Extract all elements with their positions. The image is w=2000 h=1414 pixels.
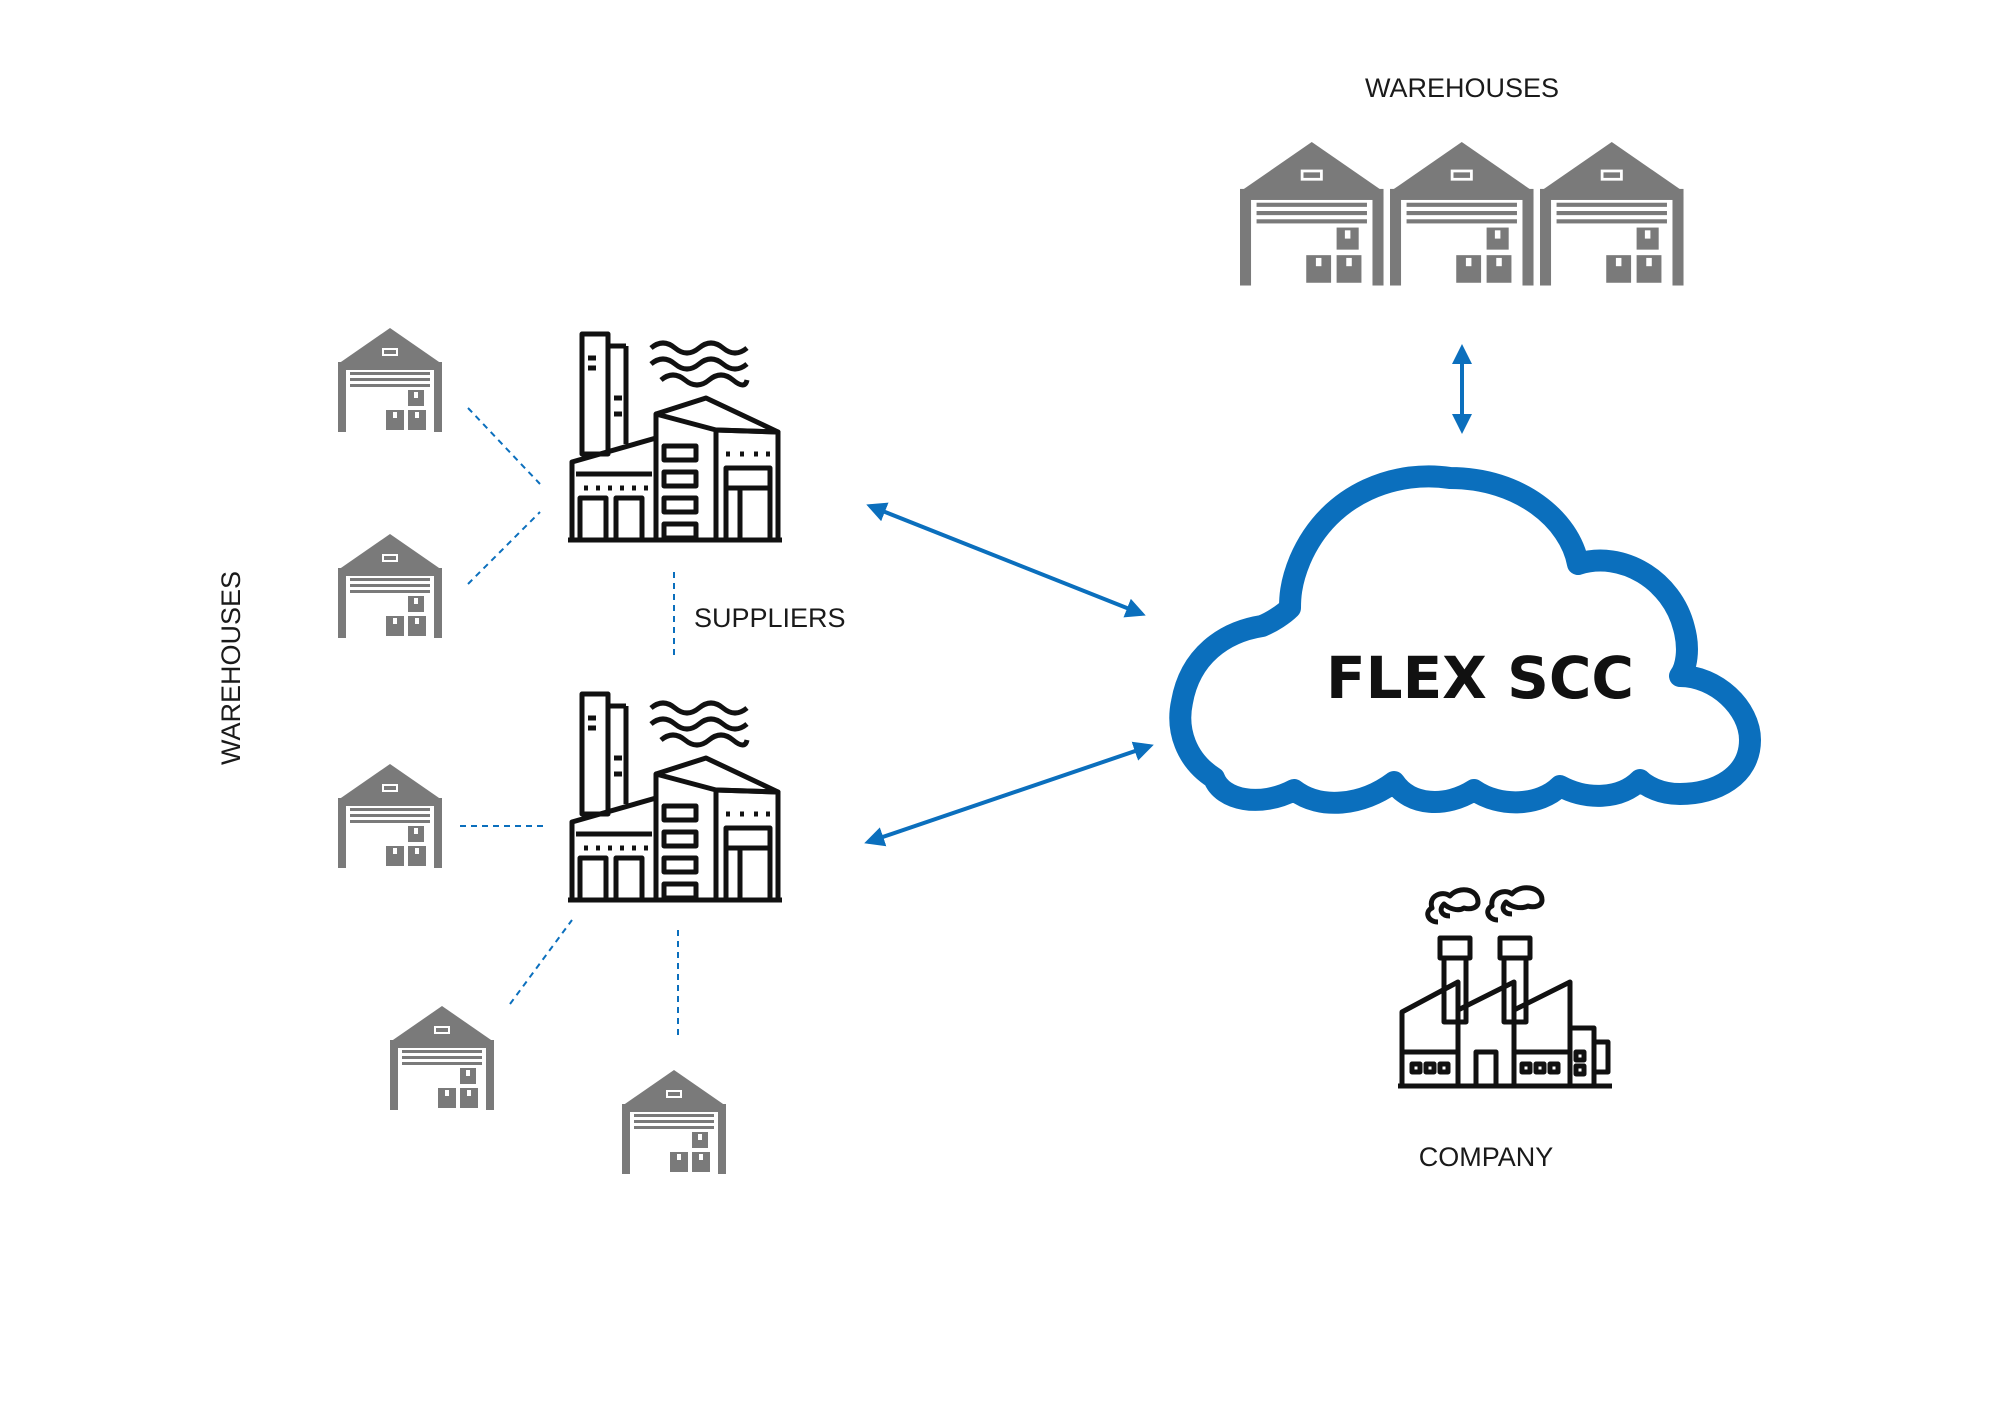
warehouses-left-group <box>338 328 726 1174</box>
warehouse-icon <box>1240 142 1384 286</box>
supplier-factory-icon <box>568 334 782 540</box>
dashed-connectors <box>460 407 679 1040</box>
warehouses-top-label: WAREHOUSES <box>1365 73 1559 103</box>
warehouse-icon <box>622 1070 726 1174</box>
warehouse-icon <box>338 328 442 432</box>
warehouses-left-label: WAREHOUSES <box>216 571 246 765</box>
arrow-supplier-2-hub <box>864 741 1154 847</box>
arrows <box>864 344 1472 847</box>
connector-line <box>509 919 573 1005</box>
warehouse-icon <box>390 1006 494 1110</box>
supplier-factory-icon <box>568 694 782 900</box>
cloud-icon <box>1169 465 1761 814</box>
company-label: COMPANY <box>1419 1142 1554 1172</box>
connector-line <box>467 511 541 585</box>
suppliers-label: SUPPLIERS <box>694 603 846 633</box>
company-factory-icon <box>1398 888 1612 1086</box>
hub-title: FLEX SCC <box>1326 644 1634 712</box>
warehouses-top-group <box>1240 142 1684 286</box>
warehouse-icon <box>338 764 442 868</box>
warehouse-icon <box>1390 142 1534 286</box>
connector-line <box>467 407 541 485</box>
arrow-supplier-1-hub <box>866 502 1146 618</box>
warehouse-icon <box>338 534 442 638</box>
warehouse-icon <box>1540 142 1684 286</box>
